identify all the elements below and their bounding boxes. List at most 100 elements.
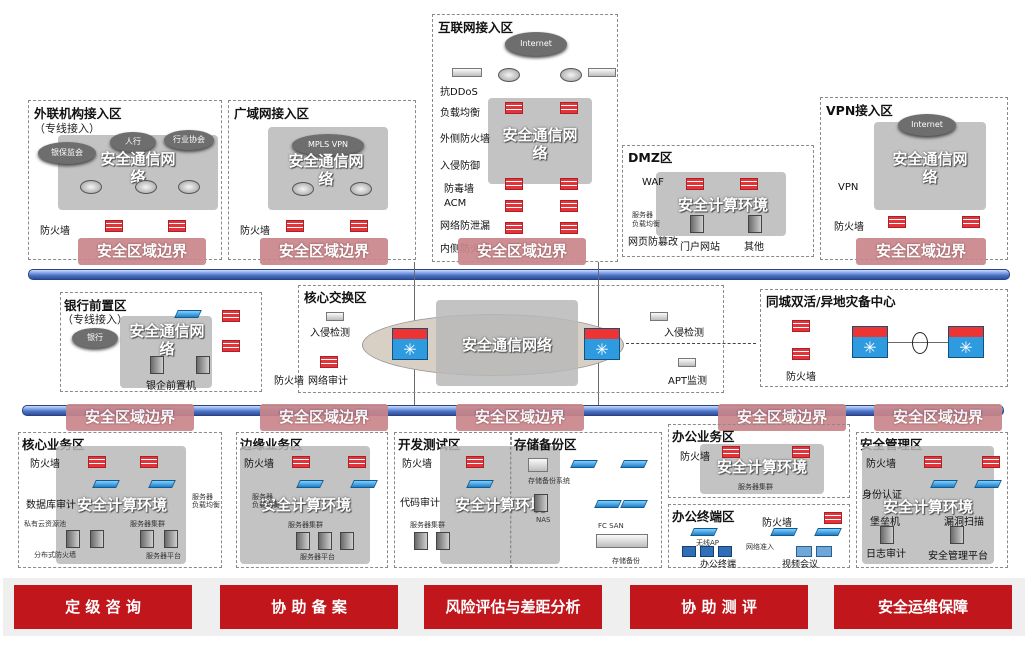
pc-icon (700, 546, 714, 557)
server-icon (318, 532, 332, 550)
device-label: 防火墙 (762, 518, 792, 529)
device-label: 防毒墙 (444, 184, 474, 195)
device-label: 无线AP (696, 539, 720, 547)
device-label: 服务器集群 (130, 520, 165, 528)
device-label: 数据库审计 (26, 500, 76, 511)
link-ring-icon (912, 332, 928, 354)
firewall-icon (792, 348, 810, 360)
server-icon (140, 530, 154, 548)
firewall-icon (88, 456, 106, 468)
internet-cloud-icon: Internet (505, 32, 567, 56)
cloud-icon: MPLS VPN (292, 134, 364, 156)
env-label: 安全通信网络 (129, 322, 205, 358)
comm-network-env (874, 122, 986, 210)
switch-icon (690, 528, 718, 536)
upper-backbone-bus (28, 269, 1010, 280)
security-boundary-badge: 安全区域边界 (66, 404, 194, 431)
env-label: 安全通信网络 (502, 126, 578, 162)
firewall-icon (222, 340, 240, 352)
firewall-icon (140, 456, 158, 468)
router-icon (292, 182, 314, 196)
comm-network-env (120, 316, 212, 388)
device-label: 外侧防火墙 (440, 134, 490, 145)
router-icon (135, 180, 157, 194)
server-icon (150, 356, 164, 374)
device-label: 防火墙 (680, 452, 710, 463)
device-label: 负载均衡 (252, 501, 280, 509)
cloud-icon: 银行 (72, 328, 118, 348)
router-icon (498, 68, 520, 82)
env-label: 安全计算环境 (882, 498, 973, 516)
firewall-icon (286, 220, 304, 232)
zone-core-switching (298, 285, 724, 393)
device-label: 服务器 (252, 493, 273, 501)
device-label: 银企前置机 (146, 381, 196, 392)
firewall-icon (222, 310, 240, 322)
server-icon (690, 215, 704, 233)
device-label: ACM (444, 198, 467, 209)
firewall-icon (292, 456, 310, 468)
zone-title: 广域网接入区 (234, 106, 310, 121)
device-label: 服务器集群 (288, 521, 323, 529)
firewall-icon (982, 456, 1000, 468)
core-switch-icon: ✳ (584, 328, 620, 360)
cloud-icon: 银保监会 (38, 142, 96, 164)
server-icon (196, 356, 210, 374)
env-label: 安全计算环境 (716, 458, 807, 476)
ddos-device-icon (452, 68, 482, 77)
device-label: 防火墙 (30, 459, 60, 470)
firewall-icon (560, 222, 578, 234)
zone-title: DMZ区 (628, 150, 673, 165)
switch-icon (930, 480, 958, 488)
nas-icon (534, 494, 548, 512)
env-label: 安全计算环境 (454, 496, 545, 514)
dashed-link (626, 343, 756, 344)
switch-icon (620, 460, 648, 468)
server-icon (296, 532, 310, 550)
core-switch-icon: ✳ (852, 326, 888, 358)
device-label: 负载均衡 (440, 108, 480, 119)
device-label: 网络准入 (746, 543, 774, 551)
switch-icon (570, 460, 598, 468)
device-label: APT监测 (668, 376, 707, 387)
core-switch-icon: ✳ (948, 326, 984, 358)
device-label: 入侵检测 (310, 328, 350, 339)
router-icon (560, 68, 582, 82)
device-label: 私有云资源池 (24, 520, 66, 528)
firewall-icon (824, 512, 842, 524)
ddos-device-icon (588, 68, 616, 77)
service-ops-assurance: 安全运维保障 (834, 585, 1012, 629)
switch-icon (92, 480, 120, 488)
server-icon (340, 532, 354, 550)
device-label: 防火墙 (274, 376, 304, 387)
device-label: 其他 (744, 242, 764, 253)
switch-icon (296, 480, 324, 488)
security-boundary-badge: 安全区域边界 (260, 404, 388, 431)
device-label: VPN (838, 182, 859, 193)
video-icon (796, 546, 812, 557)
zone-office-business (668, 424, 850, 498)
device-label: 防火墙 (834, 222, 864, 233)
zone-subtitle: （专线接入） (62, 313, 128, 326)
device-label: 防火墙 (402, 459, 432, 470)
firewall-icon (350, 220, 368, 232)
firewall-icon (962, 216, 980, 228)
device-label: 负载均衡 (632, 220, 660, 228)
apt-device-icon (678, 358, 696, 367)
firewall-icon (168, 220, 186, 232)
security-boundary-badge: 安全区域边界 (874, 404, 1002, 431)
zone-storage-backup (510, 432, 662, 568)
device-label: 代码审计 (400, 498, 440, 509)
zone-title: 存储备份区 (514, 437, 577, 452)
server-icon (90, 530, 104, 548)
firewall-icon (505, 178, 523, 190)
service-risk-gap-analysis: 风险评估与差距分析 (424, 585, 602, 629)
switch-icon (594, 500, 622, 508)
service-grading-consult: 定 级 咨 询 (14, 585, 192, 629)
firewall-icon (792, 320, 810, 332)
device-label: 入侵检测 (664, 328, 704, 339)
security-boundary-badge: 安全区域边界 (458, 238, 586, 265)
env-label: 安全通信网络 (892, 150, 968, 186)
firewall-icon (722, 446, 740, 458)
zone-edge-business (236, 432, 388, 568)
